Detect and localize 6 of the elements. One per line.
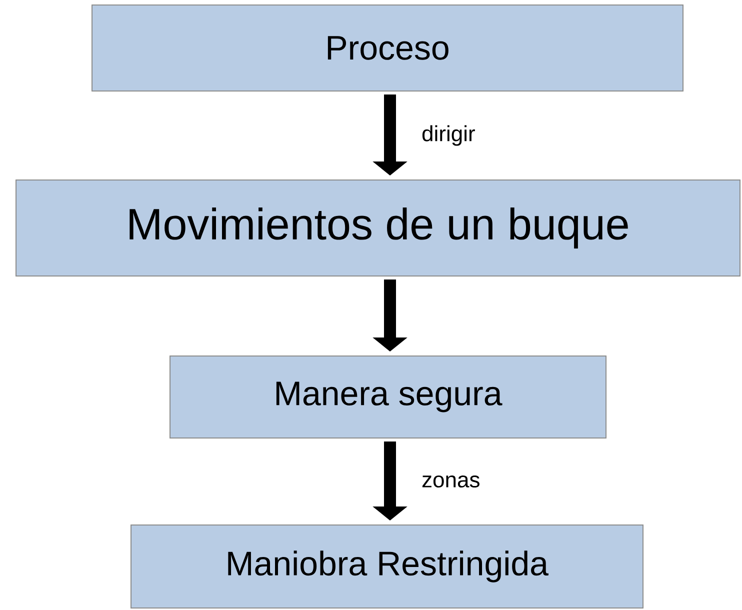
process-box: Proceso — [92, 4, 684, 92]
process-box: Manera segura — [170, 356, 606, 438]
edge-label: dirigir — [422, 125, 475, 146]
edge-label: zonas — [422, 475, 480, 488]
process-box: Maniobra Restringida — [130, 524, 644, 608]
process-box: Movimientos de un buque — [16, 180, 740, 276]
